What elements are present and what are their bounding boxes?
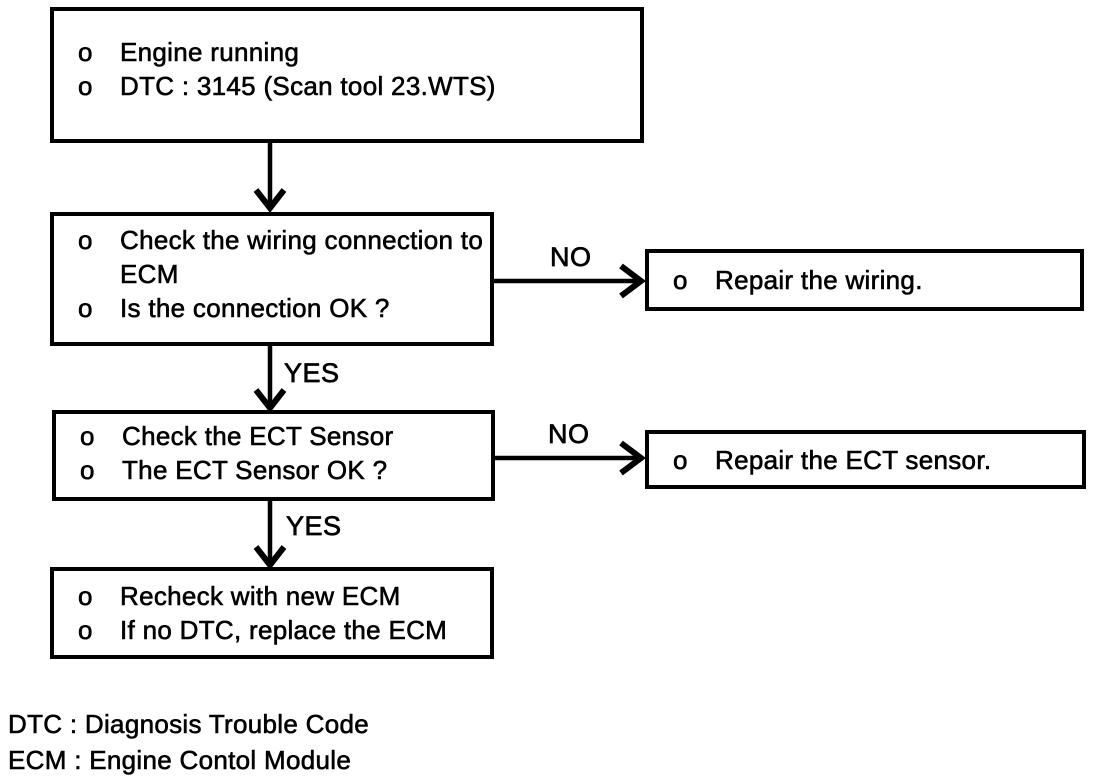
node-check-wiring-text-1: Check the wiring connection to ECM — [120, 225, 484, 290]
bullet-marker: o — [673, 444, 688, 475]
node-recheck-line-1: o Recheck with new ECM — [54, 579, 490, 613]
bullet-marker: o — [78, 37, 93, 68]
bullet-marker: o — [80, 455, 95, 486]
node-repair-ect-sensor: o Repair the ECT sensor. — [645, 430, 1086, 489]
node-recheck-text-2: If no DTC, replace the ECM — [120, 615, 448, 646]
branch-label-yes-ect: YES — [286, 511, 342, 542]
branch-label-no-wiring: NO — [550, 242, 592, 273]
down-arrow-icon — [253, 142, 287, 212]
node-repair-ect-text: Repair the ECT sensor. — [715, 444, 992, 475]
node-check-ect-text-2: The ECT Sensor OK ? — [122, 455, 388, 486]
bullet-marker: o — [78, 71, 93, 102]
legend-line-ecm: ECM : Engine Contol Module — [8, 745, 352, 776]
node-start-line-1: o Engine running — [54, 35, 640, 69]
bullet-marker: o — [78, 293, 93, 324]
legend-abbreviations: DTC : Diagnosis Trouble Code ECM : Engin… — [8, 706, 369, 778]
node-recheck-text-1: Recheck with new ECM — [120, 581, 401, 612]
node-check-ect-sensor: o Check the ECT Sensor o The ECT Sensor … — [52, 410, 495, 501]
bullet-marker: o — [78, 615, 93, 646]
node-repair-wiring-text: Repair the wiring. — [715, 265, 923, 296]
node-repair-ect-line-1: o Repair the ECT sensor. — [649, 443, 1082, 477]
branch-label-yes-wiring: YES — [284, 358, 340, 389]
node-check-wiring: o Check the wiring connection to ECM o I… — [50, 212, 494, 346]
bullet-marker: o — [80, 421, 95, 452]
node-start-text-2: DTC : 3145 (Scan tool 23.WTS) — [120, 71, 496, 102]
down-arrow-icon — [253, 500, 287, 569]
legend-line-dtc: DTC : Diagnosis Trouble Code — [8, 709, 369, 740]
node-start-conditions: o Engine running o DTC : 3145 (Scan tool… — [50, 7, 644, 143]
node-check-wiring-line-1: o Check the wiring connection to ECM — [54, 223, 490, 291]
branch-label-no-ect: NO — [548, 419, 590, 450]
down-arrow-icon — [253, 345, 287, 412]
node-check-ect-line-2: o The ECT Sensor OK ? — [56, 453, 491, 487]
node-recheck-line-2: o If no DTC, replace the ECM — [54, 613, 490, 647]
bullet-marker: o — [78, 581, 93, 612]
node-check-wiring-line-2: o Is the connection OK ? — [54, 291, 490, 325]
bullet-marker: o — [78, 225, 93, 256]
node-repair-wiring-line-1: o Repair the wiring. — [649, 263, 1080, 297]
node-recheck-ecm: o Recheck with new ECM o If no DTC, repl… — [50, 567, 494, 659]
bullet-marker: o — [673, 265, 688, 296]
node-start-line-2: o DTC : 3145 (Scan tool 23.WTS) — [54, 69, 640, 103]
node-check-ect-text-1: Check the ECT Sensor — [122, 421, 394, 452]
right-arrow-icon — [493, 263, 646, 299]
node-repair-wiring: o Repair the wiring. — [645, 249, 1084, 311]
right-arrow-icon — [495, 440, 646, 476]
node-start-text-1: Engine running — [120, 37, 300, 68]
node-check-ect-line-1: o Check the ECT Sensor — [56, 419, 491, 453]
node-check-wiring-text-2: Is the connection OK ? — [120, 293, 390, 324]
